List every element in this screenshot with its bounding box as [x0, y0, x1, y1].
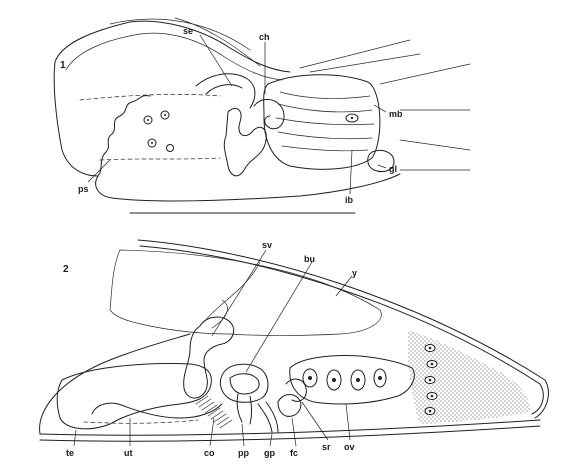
fig1-cells: [143, 110, 174, 152]
label-gp: gp: [264, 448, 275, 458]
label-ib: ib: [345, 195, 354, 205]
label-ut: ut: [124, 448, 133, 458]
fig1-chamber: [253, 99, 285, 130]
label-sr: sr: [322, 442, 331, 452]
fig1-tail-lines: [109, 17, 471, 171]
label-ov: ov: [344, 442, 355, 452]
fig2-leaders: [73, 249, 353, 447]
label-se: se: [183, 26, 193, 36]
label-y: y: [352, 268, 357, 278]
figure-2-number: 2: [63, 264, 69, 275]
fig2-gonopore: [257, 401, 279, 433]
label-mb: mb: [389, 109, 403, 119]
figure-2: 2: [39, 239, 549, 458]
fig1-central-organ: [223, 107, 267, 177]
fig1-leaders: [87, 34, 387, 195]
label-bu: bu: [304, 254, 315, 264]
fig2-testis: [56, 363, 212, 430]
fig2-ovary-oocytes: [302, 368, 387, 391]
label-fc: fc: [290, 448, 298, 458]
label-te: te: [66, 448, 74, 458]
fig2-ventral-outer: [39, 419, 541, 436]
fig2-seminal-receptacle: [285, 378, 307, 402]
fig2-posterior-cells: [424, 344, 438, 415]
fig2-seminal-vesicle: [183, 316, 235, 399]
label-ch: ch: [259, 32, 270, 42]
fig2-bursa-inner: [229, 373, 260, 395]
fig2-penis-papilla: [236, 393, 252, 425]
label-ps: ps: [78, 184, 89, 194]
fig2-sv-duct: [203, 261, 261, 329]
fig2-ovary: [289, 355, 415, 405]
fig1-stylet: [195, 73, 256, 109]
fig2-anterior-tip: [39, 333, 191, 435]
fig1-body-outline: [53, 20, 401, 202]
fig2-ventral-inner: [39, 425, 541, 442]
fig1-wavy-edge: [97, 95, 151, 177]
fig2-yolk: [109, 249, 382, 336]
label-pp: pp: [238, 448, 249, 458]
label-gl: gl: [389, 164, 397, 174]
label-co: co: [204, 448, 215, 458]
label-sv: sv: [262, 240, 272, 250]
fig2-female-canal: [277, 394, 302, 417]
fig2-bursa: [219, 363, 269, 403]
figure-1: 1: [53, 17, 471, 214]
fig2-uterus-dashed: [83, 419, 199, 424]
fig1-body-inner: [65, 32, 283, 81]
fig1-duct: [79, 94, 221, 161]
fig1-bulb-fibres: [275, 91, 375, 152]
fig2-dorsal-inner: [139, 245, 544, 415]
fig2-posterior-zone: [407, 330, 530, 424]
fig2-uterus: [91, 402, 223, 419]
fig1-gland: [367, 149, 395, 173]
fig2-copulatory-bristles: [195, 395, 233, 429]
fig1-muscle-bulb: [263, 74, 381, 170]
fig2-dorsal-outer: [137, 239, 549, 419]
figure-1-number: 1: [60, 60, 66, 71]
